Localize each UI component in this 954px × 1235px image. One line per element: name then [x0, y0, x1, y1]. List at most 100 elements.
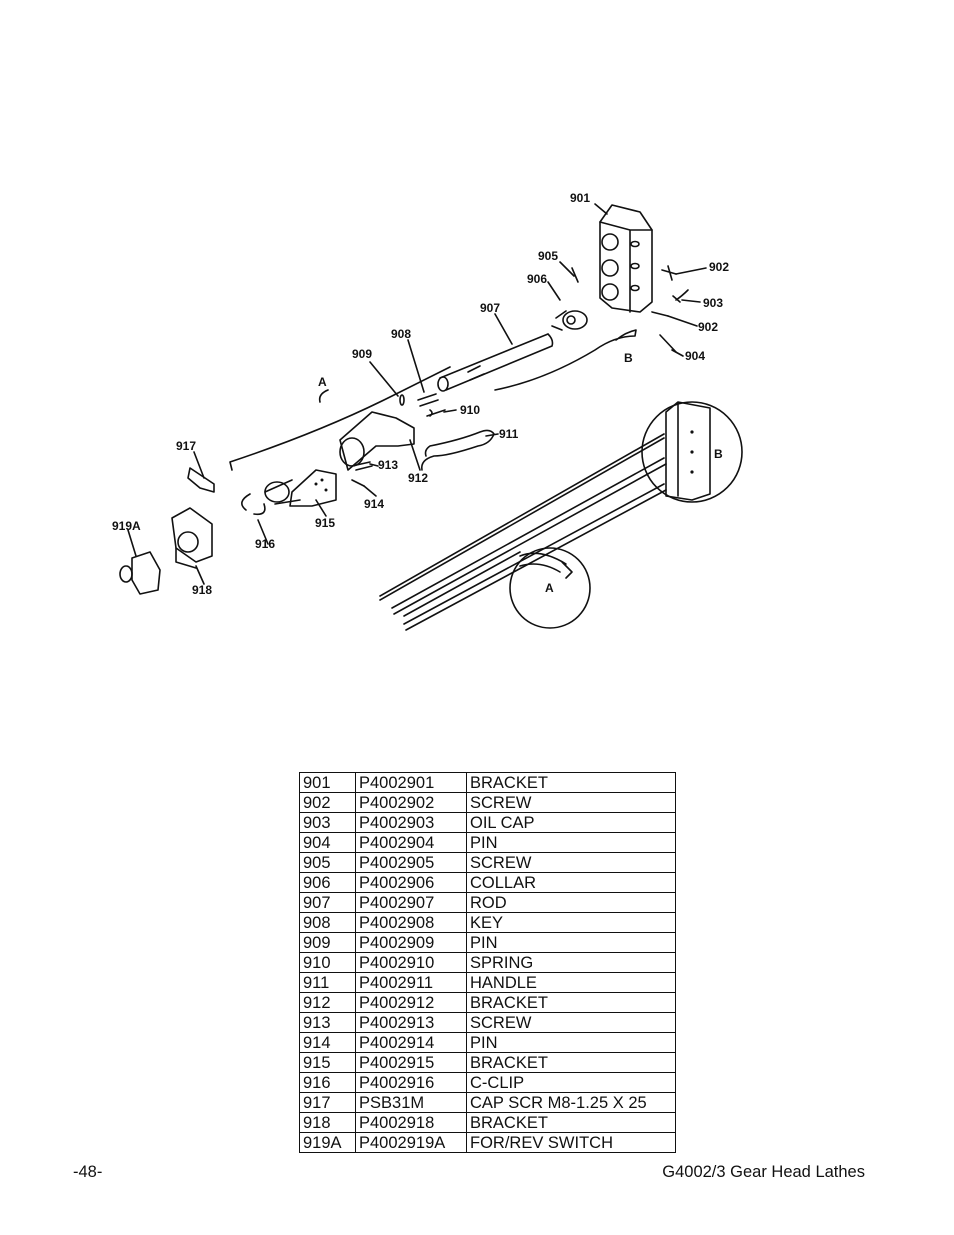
part-ref-cell: 917: [299, 1092, 356, 1113]
callout-904: 904: [685, 349, 705, 363]
part-ref-cell: 912: [299, 992, 356, 1013]
part-number-cell: P4002914: [355, 1032, 467, 1053]
part-description-cell: BRACKET: [466, 1112, 676, 1133]
part-number-cell: P4002902: [355, 792, 467, 813]
callout-907: 907: [480, 301, 500, 315]
callout-912: 912: [408, 471, 428, 485]
page-number: -48-: [73, 1163, 103, 1181]
part-description-cell: BRACKET: [466, 772, 676, 793]
callout-913: 913: [378, 458, 398, 472]
part-ref-cell: 901: [299, 772, 356, 793]
part-number-cell: P4002904: [355, 832, 467, 853]
part-number-cell: P4002918: [355, 1112, 467, 1133]
part-ref-cell: 910: [299, 952, 356, 973]
part-ref-cell: 915: [299, 1052, 356, 1073]
callout-901: 901: [570, 191, 590, 205]
switch-919A-shape: [131, 551, 161, 595]
part-number-cell: P4002908: [355, 912, 467, 933]
part-ref-cell: 914: [299, 1032, 356, 1053]
part-description-cell: SCREW: [466, 852, 676, 873]
bracket-915-shape: [289, 469, 337, 507]
part-ref-cell: 905: [299, 852, 356, 873]
callout-905: 905: [538, 249, 558, 263]
part-description-cell: CAP SCR M8-1.25 X 25: [466, 1092, 676, 1113]
part-number-cell: P4002903: [355, 812, 467, 833]
callout-902-b: 902: [698, 320, 718, 334]
part-ref-cell: 907: [299, 892, 356, 913]
part-description-cell: PIN: [466, 832, 676, 853]
part-description-cell: SPRING: [466, 952, 676, 973]
callout-909: 909: [352, 347, 372, 361]
part-ref-cell: 916: [299, 1072, 356, 1093]
part-number-cell: P4002911: [355, 972, 467, 993]
detail-label-b: B: [624, 351, 633, 365]
part-description-cell: C-CLIP: [466, 1072, 676, 1093]
part-ref-cell: 911: [299, 972, 356, 993]
part-description-cell: PIN: [466, 932, 676, 953]
footer-title: G4002/3 Gear Head Lathes: [662, 1163, 865, 1181]
part-number-cell: P4002919A: [355, 1132, 467, 1153]
part-description-cell: ROD: [466, 892, 676, 913]
callout-918: 918: [192, 583, 212, 597]
part-number-cell: P4002916: [355, 1072, 467, 1093]
part-number-cell: P4002906: [355, 872, 467, 893]
part-number-cell: P4002909: [355, 932, 467, 953]
part-ref-cell: 902: [299, 792, 356, 813]
part-description-cell: FOR/REV SWITCH: [466, 1132, 676, 1153]
part-number-cell: P4002912: [355, 992, 467, 1013]
callout-916: 916: [255, 537, 275, 551]
part-number-cell: P4002910: [355, 952, 467, 973]
part-number-cell: P4002915: [355, 1052, 467, 1073]
exploded-parts-diagram: 901 902 903 902 904 905 906 907 908 909 …: [112, 191, 743, 631]
part-number-cell: P4002901: [355, 772, 467, 793]
part-number-cell: P4002913: [355, 1012, 467, 1033]
callout-915: 915: [315, 516, 335, 530]
callout-911: 911: [499, 427, 519, 441]
rod-907-shape: [439, 333, 554, 391]
part-description-cell: SCREW: [466, 792, 676, 813]
callout-903: 903: [703, 296, 723, 310]
bracket-918-shape: [171, 507, 213, 563]
callout-902: 902: [709, 260, 729, 274]
part-description-cell: COLLAR: [466, 872, 676, 893]
part-ref-cell: 908: [299, 912, 356, 933]
part-description-cell: BRACKET: [466, 992, 676, 1013]
part-description-cell: OIL CAP: [466, 812, 676, 833]
detail-circle-label-b: B: [714, 447, 723, 461]
part-number-cell: P4002907: [355, 892, 467, 913]
part-ref-cell: 913: [299, 1012, 356, 1033]
detail-circle-label-a: A: [545, 581, 554, 595]
part-ref-cell: 906: [299, 872, 356, 893]
callout-919A: 919A: [112, 519, 141, 533]
callout-917: 917: [176, 439, 196, 453]
detail-label-a: A: [318, 375, 327, 389]
bracket-912-shape: [339, 411, 415, 471]
bracket-901-shape: [599, 204, 653, 313]
callout-906: 906: [527, 272, 547, 286]
part-description-cell: HANDLE: [466, 972, 676, 993]
callout-908: 908: [391, 327, 411, 341]
part-ref-cell: 909: [299, 932, 356, 953]
part-number-cell: PSB31M: [355, 1092, 467, 1113]
part-description-cell: KEY: [466, 912, 676, 933]
part-description-cell: SCREW: [466, 1012, 676, 1033]
